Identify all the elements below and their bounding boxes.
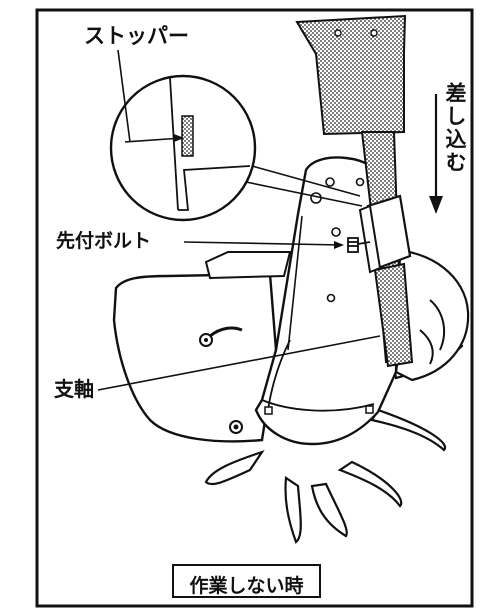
side-shield — [112, 272, 278, 443]
stopper-label: ストッパー — [84, 24, 189, 48]
stopper-leader — [117, 49, 131, 143]
pivot-shaft-leader — [97, 335, 381, 391]
frame-border — [35, 8, 474, 608]
insert-arrow-icon — [429, 94, 443, 214]
bolt-leader — [183, 241, 343, 246]
pivot-shaft-label: 支軸 — [54, 377, 94, 401]
caption-text: 作業しない時 — [189, 575, 304, 597]
stopper-detail — [181, 115, 194, 157]
caption-box: 作業しない時 — [172, 564, 321, 598]
insert-label: 差し込む — [443, 82, 467, 174]
stand-head-block — [295, 14, 407, 136]
tip-bolt — [347, 237, 371, 253]
tip-bolt-label: 先付ボルト — [56, 230, 152, 252]
